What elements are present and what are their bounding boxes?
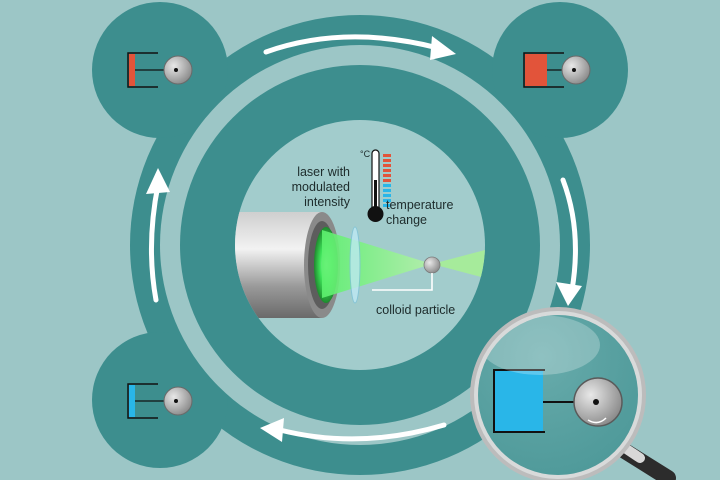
piston-hot-icon bbox=[127, 52, 193, 88]
thermometer-scale-cold bbox=[383, 184, 391, 207]
laser-barrel-icon bbox=[235, 212, 340, 318]
thermometer-icon bbox=[367, 149, 391, 222]
piston-hot-expanded-icon bbox=[523, 52, 591, 88]
colloid-particle bbox=[423, 256, 441, 274]
thermometer-scale-hot bbox=[383, 154, 391, 182]
colloid-particle-label: colloid particle bbox=[376, 303, 456, 317]
degree-celsius-label: °C bbox=[360, 149, 371, 159]
cycle-arrow-icon bbox=[148, 34, 578, 442]
colloid-pointer bbox=[372, 273, 433, 291]
lens-icon bbox=[349, 226, 361, 304]
piston-cold-icon bbox=[127, 383, 193, 419]
laser-label: laser with modulated intensity bbox=[291, 165, 350, 209]
cycle-arrowhead-icons bbox=[146, 36, 582, 442]
temperature-change-label: temperature change bbox=[386, 198, 454, 227]
laser-trap-scene bbox=[235, 149, 485, 318]
magnifier-icon bbox=[470, 307, 676, 480]
